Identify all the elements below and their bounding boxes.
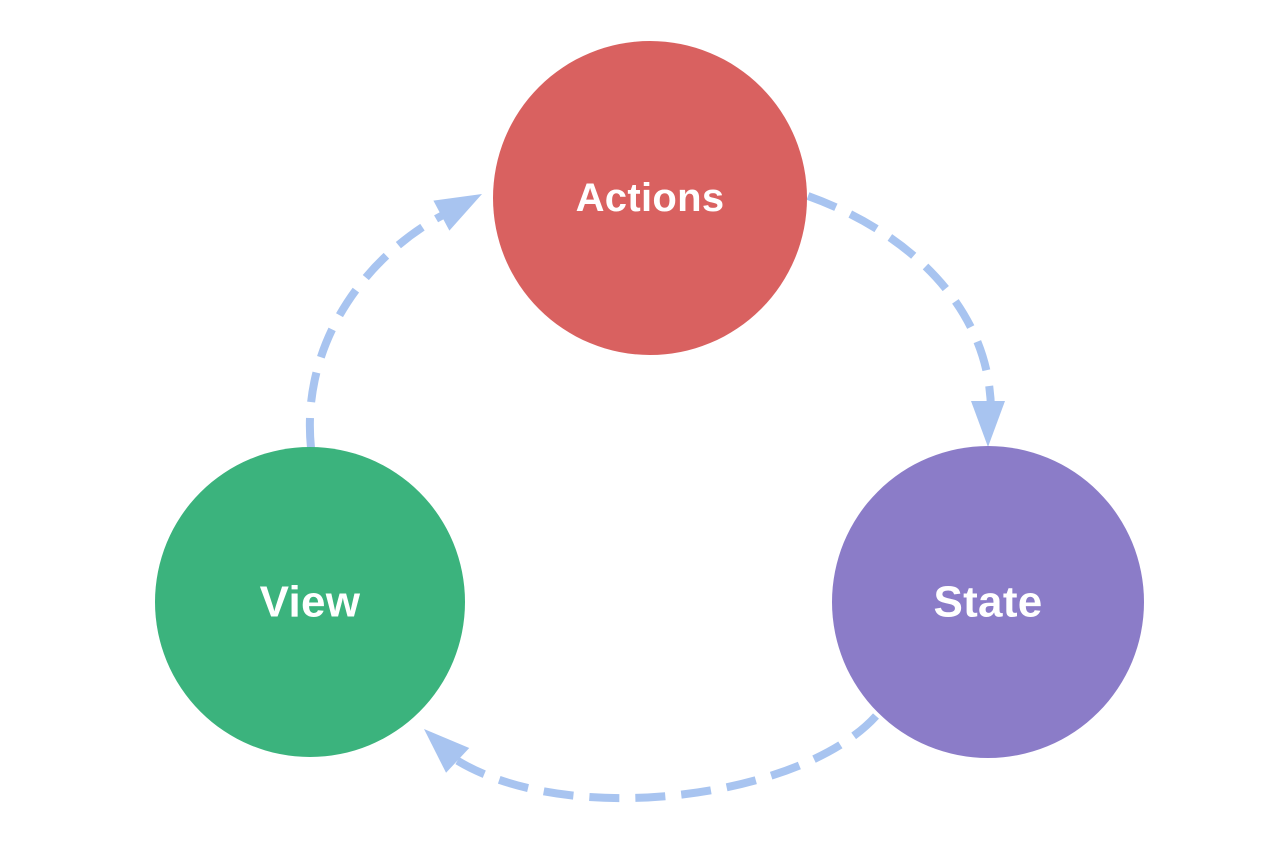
edge-actions-to-state-line: [447, 713, 879, 803]
node-actions[interactable]: Actions: [493, 41, 807, 355]
edge-state-to-view[interactable]: [305, 194, 482, 449]
edge-view-to-actions[interactable]: [806, 192, 1005, 447]
node-view[interactable]: View: [155, 447, 465, 757]
edge-view-to-actions-line: [806, 192, 995, 431]
node-state-label: State: [933, 578, 1042, 627]
nodes-layer: Actions State View: [155, 41, 1144, 758]
node-view-circle[interactable]: [155, 447, 465, 757]
node-view-label: View: [260, 578, 361, 627]
node-state[interactable]: State: [832, 446, 1144, 758]
node-actions-circle[interactable]: [493, 41, 807, 355]
edges-layer: [305, 192, 1005, 803]
edge-state-to-view-line: [305, 204, 459, 449]
edge-state-to-view-arrowhead: [433, 194, 482, 231]
edge-view-to-actions-arrowhead: [971, 401, 1005, 447]
edge-actions-to-state-arrowhead: [424, 729, 470, 773]
node-state-circle[interactable]: [832, 446, 1144, 758]
edge-actions-to-state[interactable]: [424, 713, 879, 803]
node-actions-label: Actions: [576, 176, 725, 220]
